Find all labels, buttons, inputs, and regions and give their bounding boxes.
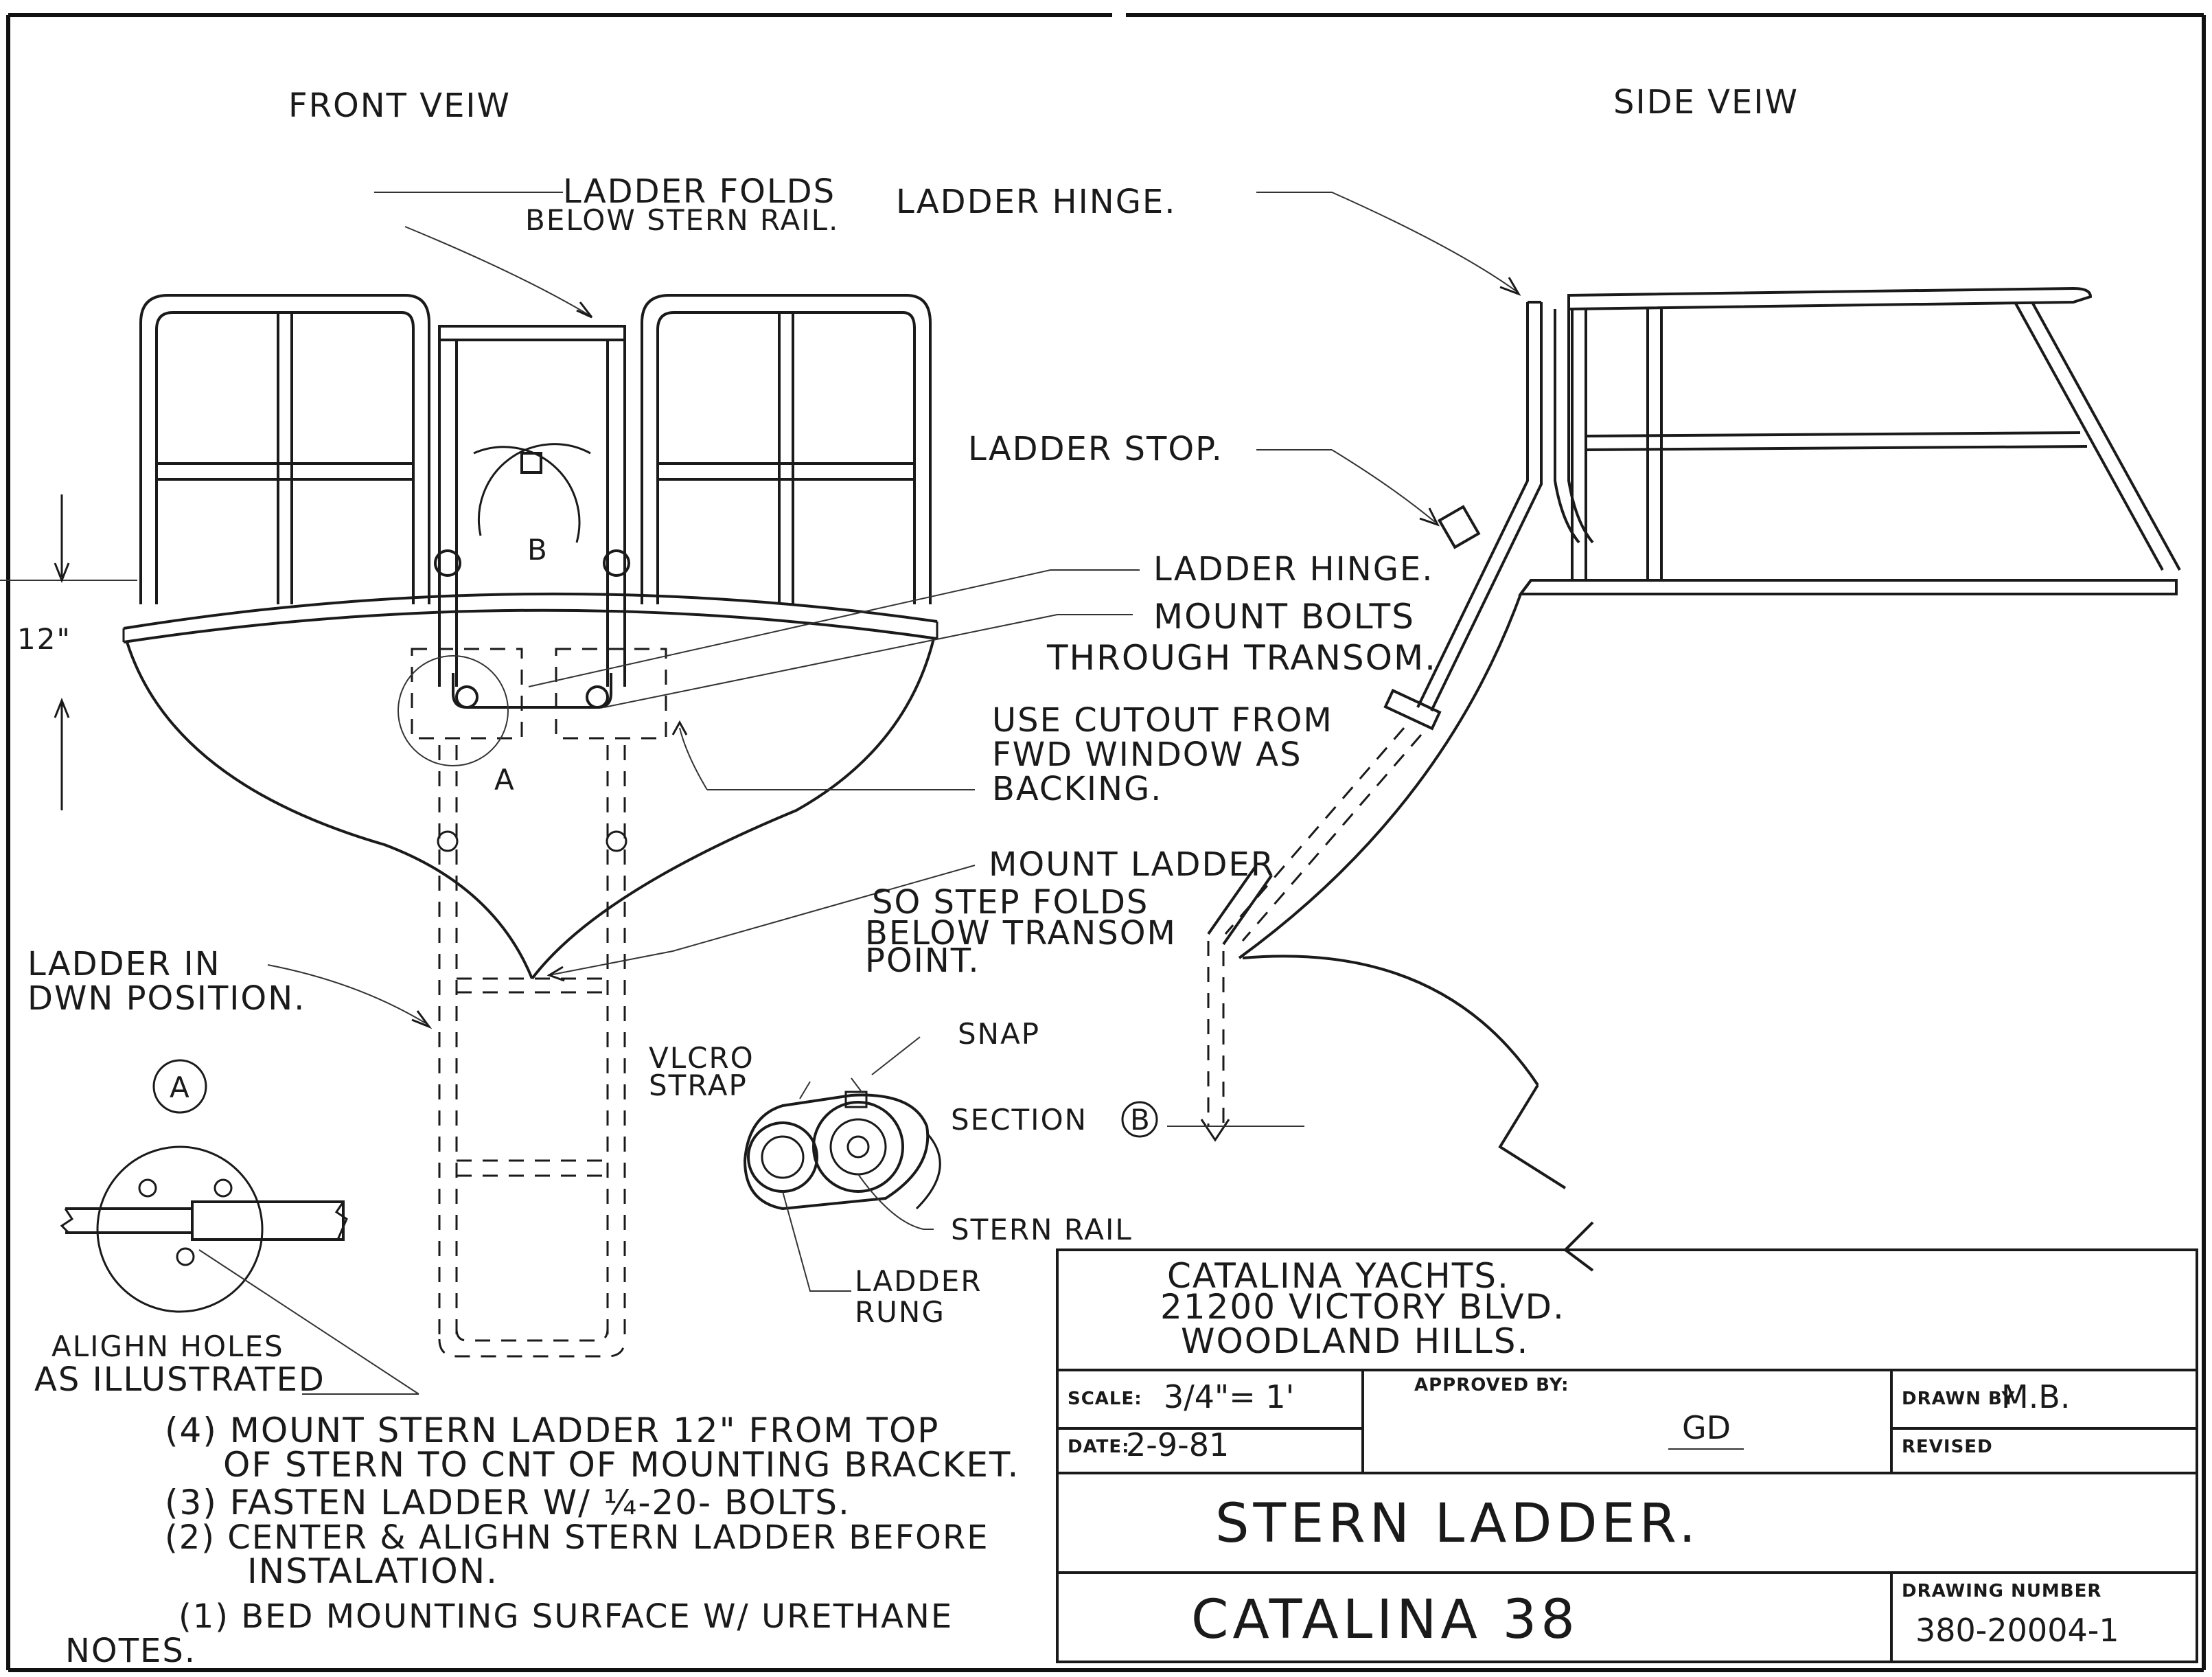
notes: (4) MOUNT STERN LADDER 12" FROM TOP OF S… xyxy=(65,1411,1019,1670)
label-ladder-hinge-mid: LADDER HINGE. xyxy=(1153,550,1433,589)
detail-a-marker: A xyxy=(494,763,516,797)
side-hull xyxy=(1242,955,1594,1272)
date-caption: DATE: xyxy=(1068,1437,1130,1457)
scale-value: 3/4"= 1' xyxy=(1164,1378,1294,1415)
front-leaders xyxy=(267,192,1140,1029)
label-cutout-3: BACKING. xyxy=(992,770,1162,808)
front-hull xyxy=(122,592,938,980)
company-name: CATALINA YACHTS. xyxy=(1167,1256,1510,1296)
drawn-by-caption: DRAWN BY xyxy=(1902,1389,2015,1409)
label-section-b: B xyxy=(1130,1103,1151,1137)
label-ladder-folds-2: BELOW STERN RAIL. xyxy=(525,203,839,237)
project-name: CATALINA 38 xyxy=(1191,1589,1579,1651)
label-ladder-folds-1: LADDER FOLDS xyxy=(563,172,836,211)
label-align-2: AS ILLUSTRATED xyxy=(34,1360,325,1399)
front-stern-rail-right xyxy=(641,294,932,604)
label-velcro-1: VLCRO xyxy=(649,1041,754,1075)
notes-heading: NOTES. xyxy=(65,1632,196,1670)
section-b xyxy=(743,1036,1158,1292)
side-deck xyxy=(1238,579,2178,959)
approved-caption: APPROVED BY: xyxy=(1414,1375,1569,1395)
scale-caption: SCALE: xyxy=(1068,1389,1142,1409)
note-1: (1) BED MOUNTING SURFACE W/ URETHANE xyxy=(178,1597,953,1636)
detail-a xyxy=(60,1059,419,1395)
front-view-title: FRONT VEIW xyxy=(288,87,511,125)
drawing-number-caption: DRAWING NUMBER xyxy=(1902,1581,2101,1601)
label-snap: SNAP xyxy=(958,1017,1040,1051)
label-ladder-rung-1: LADDER xyxy=(855,1264,982,1298)
note-2b: INSTALATION. xyxy=(247,1551,498,1591)
label-cutout-1: USE CUTOUT FROM xyxy=(992,701,1333,740)
label-section: SECTION xyxy=(951,1103,1087,1137)
label-ladder-rung-2: RUNG xyxy=(855,1295,945,1329)
label-velcro-2: STRAP xyxy=(649,1069,748,1102)
date-value: 2-9-81 xyxy=(1126,1426,1229,1463)
side-ladder-down xyxy=(1167,727,1422,1142)
dimension-12in-label: 12" xyxy=(17,622,71,656)
title-block xyxy=(1056,1248,2198,1663)
label-mount-bolts-1: MOUNT BOLTS xyxy=(1153,597,1415,637)
label-ladder-stop: LADDER STOP. xyxy=(968,430,1223,468)
note-2a: (2) CENTER & ALIGHN STERN LADDER BEFORE xyxy=(165,1518,989,1557)
side-stern-rail xyxy=(1567,286,2181,580)
label-cutout-2: FWD WINDOW AS xyxy=(992,735,1302,774)
label-stern-rail: STERN RAIL xyxy=(951,1213,1133,1246)
note-4a: (4) MOUNT STERN LADDER 12" FROM TOP xyxy=(165,1411,939,1450)
detail-a-circle xyxy=(152,1059,207,1114)
sheet-border xyxy=(6,13,2206,1672)
label-ladder-hinge-top: LADDER HINGE. xyxy=(896,183,1176,221)
dimension-12in xyxy=(0,494,137,810)
label-ladder-in-2: DWN POSITION. xyxy=(27,979,306,1018)
front-view: B A xyxy=(0,294,938,1358)
note-3: (3) FASTEN LADDER W/ ¼-20- BOLTS. xyxy=(165,1483,851,1522)
label-mount-ladder-3: BELOW TRANSOM xyxy=(865,914,1177,952)
drawn-by-value: M.B. xyxy=(2001,1378,2071,1415)
detail-b-marker: B xyxy=(527,533,549,567)
drawing-title: STERN LADDER. xyxy=(1215,1493,1700,1555)
label-align-1: ALIGHN HOLES xyxy=(51,1330,284,1363)
side-view-title: SIDE VEIW xyxy=(1613,83,1799,122)
note-4b: OF STERN TO CNT OF MOUNTING BRACKET. xyxy=(223,1445,1019,1485)
detail-a-circle-label: A xyxy=(170,1071,191,1104)
ladder-folded xyxy=(434,325,630,687)
side-ladder-folded xyxy=(1383,301,1594,731)
label-ladder-in-1: LADDER IN xyxy=(27,945,221,983)
label-mount-ladder-2: SO STEP FOLDS xyxy=(872,883,1149,922)
side-view xyxy=(1167,286,2181,1272)
label-mount-ladder-4: POINT. xyxy=(865,942,980,980)
label-mount-ladder-1: MOUNT LADDER xyxy=(989,845,1275,884)
front-stern-rail-left xyxy=(139,294,430,604)
front-mounting-brackets xyxy=(398,648,667,766)
company-city: WOODLAND HILLS. xyxy=(1181,1321,1529,1361)
revised-caption: REVISED xyxy=(1902,1437,1993,1457)
side-leaders xyxy=(1256,192,1521,527)
approved-value: GD xyxy=(1682,1409,1731,1446)
label-mount-bolts-2: THROUGH TRANSOM. xyxy=(1046,638,1437,678)
drawing-number: 380-20004-1 xyxy=(1915,1612,2119,1649)
ladder-down-position xyxy=(437,745,627,1358)
company-address: 21200 VICTORY BLVD. xyxy=(1160,1287,1565,1327)
